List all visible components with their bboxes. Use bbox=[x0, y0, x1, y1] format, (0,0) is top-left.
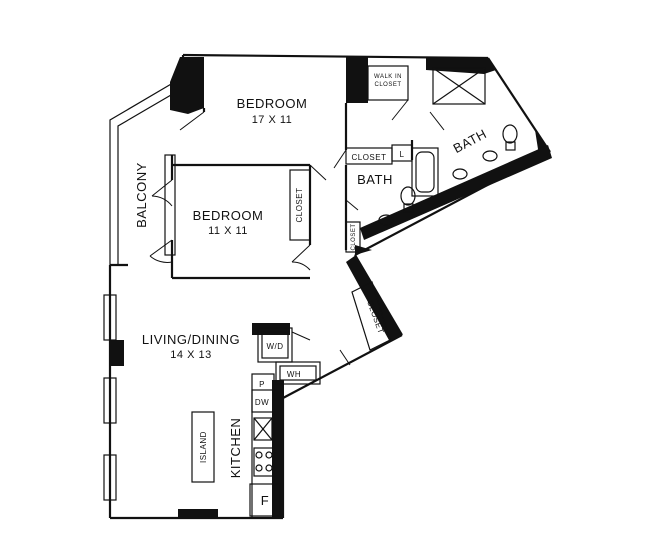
small-closet-label: CLOSET bbox=[351, 223, 357, 250]
water-heater-label: WH bbox=[287, 370, 301, 379]
bath1-label: BATH bbox=[357, 172, 393, 187]
washer-dryer-label: W/D bbox=[266, 342, 283, 351]
pantry-label: P bbox=[259, 380, 265, 389]
bedroom-closet-label: CLOSET bbox=[295, 187, 304, 222]
island-label: ISLAND bbox=[199, 431, 208, 463]
bedroom1-name: BEDROOM bbox=[237, 96, 308, 111]
bath2-label: BATH bbox=[451, 126, 490, 156]
dishwasher-label: DW bbox=[255, 398, 269, 407]
living-name: LIVING/DINING bbox=[142, 332, 240, 347]
bath-closet-label: CLOSET bbox=[351, 153, 386, 162]
living-dims: 14 X 13 bbox=[170, 349, 211, 361]
kitchen-label: KITCHEN bbox=[228, 418, 243, 479]
interior-walls bbox=[164, 65, 518, 519]
linen-label: L bbox=[400, 150, 405, 159]
balcony-label: BALCONY bbox=[134, 162, 149, 228]
walk-in-closet-label-1: WALK IN bbox=[374, 74, 402, 80]
fridge-label: F bbox=[261, 493, 269, 508]
room-labels: BEDROOM 17 X 11 BEDROOM 11 X 11 LIVING/D… bbox=[134, 74, 489, 508]
bedroom1-dims: 17 X 11 bbox=[252, 114, 293, 126]
bedroom2-name: BEDROOM bbox=[193, 208, 264, 223]
exterior-walls bbox=[108, 53, 551, 520]
bedroom2-dims: 11 X 11 bbox=[208, 225, 248, 237]
windows bbox=[103, 294, 117, 501]
door-swings bbox=[149, 99, 445, 366]
walk-in-closet-label-2: CLOSET bbox=[374, 82, 401, 88]
solid-wall-blocks bbox=[110, 57, 552, 519]
